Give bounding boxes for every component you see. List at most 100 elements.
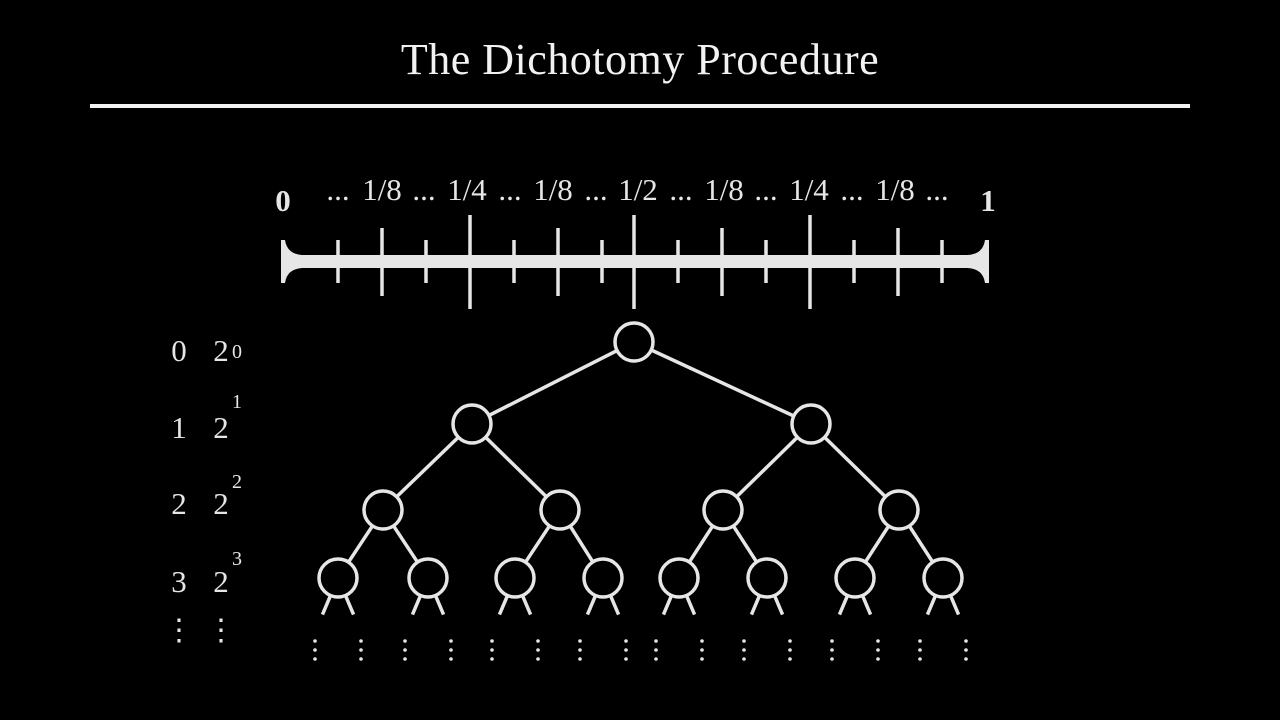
tree-edge xyxy=(650,348,795,418)
tree-edge xyxy=(735,436,799,498)
fraction-label: 1/8 xyxy=(875,172,915,207)
continuation-dot xyxy=(536,648,540,652)
continuation-dot xyxy=(403,639,407,643)
fraction-label: ... xyxy=(840,172,863,207)
leaf-stub-edge xyxy=(749,594,762,616)
continuation-dot xyxy=(742,648,746,652)
tree-edge xyxy=(863,525,891,563)
fraction-label: ... xyxy=(754,172,777,207)
tree-edge xyxy=(347,524,374,564)
level-exponent: 1 xyxy=(232,391,242,413)
continuation-dot xyxy=(742,657,746,661)
tree-node xyxy=(658,557,700,599)
continuation-dot xyxy=(654,639,658,643)
tree-node xyxy=(746,557,788,599)
continuation-dot xyxy=(654,657,658,661)
exponent-continuation-dots: ⋮ xyxy=(206,614,236,647)
leaf-stub-edge xyxy=(925,594,938,616)
fraction-label: ... xyxy=(498,172,521,207)
binary-tree xyxy=(317,321,964,616)
leaf-stub-edge xyxy=(585,594,598,616)
continuation-dot xyxy=(624,657,628,661)
continuation-dot xyxy=(918,639,922,643)
tree-edge xyxy=(731,525,759,563)
leaf-stub-edge xyxy=(837,594,850,616)
continuation-dot xyxy=(449,657,453,661)
continuation-dot xyxy=(830,648,834,652)
tree-edge xyxy=(687,525,715,563)
tree-node xyxy=(451,403,493,445)
fraction-label: ... xyxy=(412,172,435,207)
continuation-dot xyxy=(876,648,880,652)
fraction-label: 1/4 xyxy=(789,172,829,207)
fraction-label: ... xyxy=(584,172,607,207)
fraction-label: 1/2 xyxy=(618,172,658,207)
continuation-dot xyxy=(876,639,880,643)
level-number: 3 xyxy=(171,564,187,599)
continuation-dot xyxy=(359,639,363,643)
leaf-stub-edge xyxy=(684,594,697,616)
tree-edge xyxy=(488,349,618,417)
continuation-dot xyxy=(830,639,834,643)
level-base: 2 xyxy=(213,333,229,368)
number-line-ticks xyxy=(336,215,944,309)
tree-node xyxy=(834,557,876,599)
tree-edge xyxy=(392,524,419,564)
continuation-dot xyxy=(918,648,922,652)
tree-edge xyxy=(524,524,551,564)
tree-node xyxy=(407,557,449,599)
continuation-dot xyxy=(964,648,968,652)
tree-node xyxy=(702,489,744,531)
level-continuation-dots: ⋮ xyxy=(164,614,194,647)
level-exponent: 2 xyxy=(232,471,242,493)
tree-node xyxy=(317,557,359,599)
continuation-dot xyxy=(654,648,658,652)
continuation-dot xyxy=(403,657,407,661)
continuation-dot xyxy=(536,639,540,643)
tree-node xyxy=(362,489,404,531)
fraction-label: 1/8 xyxy=(533,172,573,207)
leaf-stub-edge xyxy=(608,594,621,616)
continuation-dot xyxy=(918,657,922,661)
level-exponent: 0 xyxy=(232,341,242,363)
leaf-stub-edge xyxy=(661,594,674,616)
tree-edge xyxy=(484,436,548,498)
leaf-continuation-dots xyxy=(313,639,968,661)
continuation-dot xyxy=(788,648,792,652)
level-base: 2 xyxy=(213,564,229,599)
continuation-dot xyxy=(403,648,407,652)
leaf-stub-edge xyxy=(772,594,785,616)
tree-node xyxy=(613,321,655,363)
continuation-dot xyxy=(578,639,582,643)
level-exponent: 3 xyxy=(232,548,242,570)
level-number: 2 xyxy=(171,486,187,521)
leaf-stub-edge xyxy=(320,594,333,616)
continuation-dot xyxy=(964,639,968,643)
slide-title: The Dichotomy Procedure xyxy=(400,35,880,84)
continuation-dot xyxy=(742,639,746,643)
continuation-dot xyxy=(624,648,628,652)
fraction-label: 1/8 xyxy=(362,172,402,207)
fraction-labels: 0 ... 1/8 ... 1/4 ... 1/8 ... 1/2 ... 1/… xyxy=(275,172,996,218)
continuation-dot xyxy=(490,657,494,661)
tree-edge xyxy=(823,436,887,498)
title-divider xyxy=(90,104,1190,108)
leaf-stub-edge xyxy=(520,594,533,616)
tree-node xyxy=(539,489,581,531)
tree-edge xyxy=(395,435,460,499)
number-line-end-label: 1 xyxy=(980,183,996,218)
tree-node xyxy=(790,403,832,445)
number-line-start-label: 0 xyxy=(275,183,291,218)
continuation-dot xyxy=(788,639,792,643)
level-number: 1 xyxy=(171,410,187,445)
leaf-stub-edge xyxy=(433,594,446,616)
fraction-label: ... xyxy=(326,172,349,207)
level-base: 2 xyxy=(213,410,229,445)
tree-edge xyxy=(907,525,935,563)
leaf-stub-edge xyxy=(497,594,510,616)
continuation-dot xyxy=(449,648,453,652)
leaf-stub-edge xyxy=(410,594,423,616)
tree-node xyxy=(922,557,964,599)
fraction-label: ... xyxy=(669,172,692,207)
